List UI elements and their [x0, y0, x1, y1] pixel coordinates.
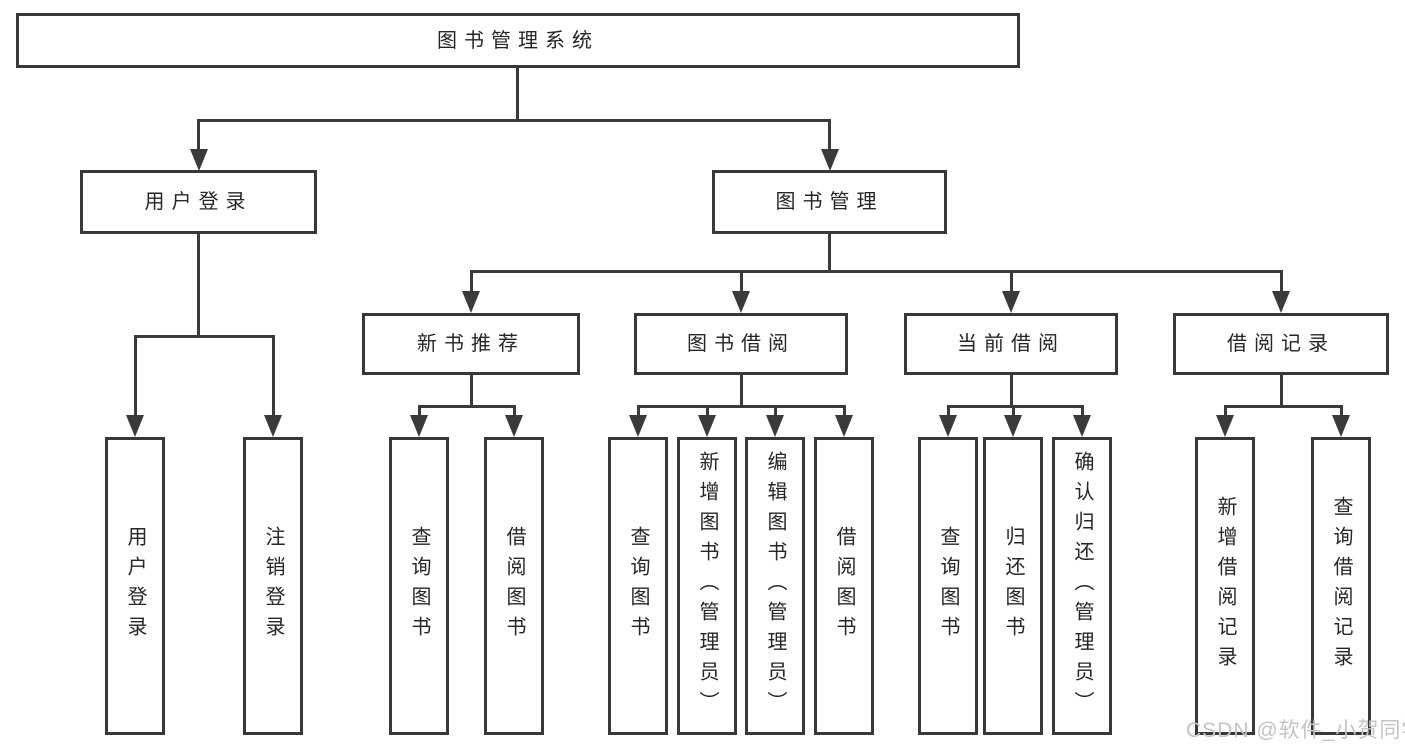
connector-drop-current [1009, 270, 1013, 293]
connector-login-splitter [133, 334, 275, 338]
connector-g3-stem [1279, 375, 1283, 408]
arrowhead-g1-0 [629, 415, 647, 437]
node-user-login: 用户登录 [80, 170, 317, 234]
node-new-book-recommend: 新书推荐 [362, 313, 580, 375]
connector-g0-drop-0 [417, 405, 421, 417]
arrowhead-g1-3 [835, 415, 853, 437]
leaf-query-books-current: 查询图书 [918, 437, 978, 735]
leaf-add-borrow-record: 新增借阅记录 [1195, 437, 1255, 735]
node-label: 新增图书（管理员） [696, 451, 718, 721]
leaf-edit-books-admin: 编辑图书（管理员） [745, 437, 805, 735]
node-label: 查询图书 [408, 526, 430, 646]
node-label: 借阅记录 [1227, 333, 1335, 355]
arrowhead-g1-1 [698, 415, 716, 437]
connector-g1-stem [739, 375, 743, 408]
connector-g2-drop-1 [1011, 405, 1015, 417]
arrowhead-current [1002, 291, 1020, 313]
connector-g3-splitter [1223, 405, 1343, 408]
connector-g1-drop-2 [773, 405, 777, 417]
connector-g0-stem [469, 375, 473, 408]
node-label: 图书管理 [775, 191, 884, 213]
node-book-borrowing: 图书借阅 [634, 313, 848, 375]
connector-g2-drop-2 [1080, 405, 1084, 417]
node-label: 用户登录 [124, 526, 146, 646]
node-label: 确认归还（管理员） [1071, 451, 1093, 721]
node-current-borrowing: 当前借阅 [904, 313, 1118, 375]
connector-g1-splitter [636, 405, 846, 408]
leaf-query-books-borrow: 查询图书 [608, 437, 668, 735]
connector-drop-login [197, 118, 200, 151]
csdn-watermark: CSDN @软件_小贺同学 [1186, 719, 1405, 742]
arrowhead-g0-1 [505, 415, 523, 437]
node-label: 查询图书 [627, 526, 649, 646]
connector-mgmt-stem [828, 234, 831, 273]
arrowhead-user-login [126, 415, 144, 437]
arrowhead-g2-0 [939, 415, 957, 437]
node-label: 查询借阅记录 [1330, 496, 1352, 676]
connector-g2-stem [1009, 375, 1013, 408]
connector-root-stem [515, 68, 519, 121]
connector-drop-recommend [469, 270, 473, 293]
connector-login-stem [197, 234, 200, 337]
node-borrowing-records: 借阅记录 [1173, 313, 1389, 375]
connector-g1-drop-0 [636, 405, 640, 417]
node-label: 注销登录 [262, 526, 284, 646]
connector-drop-records [1279, 270, 1283, 293]
arrowhead-borrowing [732, 291, 750, 313]
arrowhead-recommend [462, 291, 480, 313]
node-label: 查询图书 [937, 526, 959, 646]
node-label: 图书借阅 [687, 333, 795, 355]
node-book-management: 图书管理 [712, 170, 947, 234]
connector-g2-splitter [946, 405, 1084, 408]
node-label: 当前借阅 [957, 333, 1065, 355]
node-label: 用户登录 [144, 191, 253, 213]
connector-drop-borrowing [739, 270, 743, 293]
arrowhead-login [189, 149, 208, 171]
connector-g2-drop-0 [946, 405, 950, 417]
connector-mgmt-splitter [469, 270, 1283, 273]
connector-g0-drop-1 [512, 405, 516, 417]
leaf-return-books: 归还图书 [983, 437, 1043, 735]
leaf-add-books-admin: 新增图书（管理员） [677, 437, 737, 735]
node-label: 新增借阅记录 [1214, 496, 1236, 676]
connector-g3-drop-1 [1339, 405, 1343, 417]
leaf-user-login: 用户登录 [105, 437, 165, 735]
arrowhead-records [1272, 291, 1290, 313]
connector-g1-drop-3 [842, 405, 846, 417]
arrowhead-g3-0 [1216, 415, 1234, 437]
connector-g0-splitter [417, 405, 516, 408]
node-label: 编辑图书（管理员） [764, 451, 786, 721]
node-library-system: 图书管理系统 [16, 13, 1020, 68]
leaf-query-books-recommend: 查询图书 [389, 437, 449, 735]
node-label: 新书推荐 [417, 333, 525, 355]
node-label: 图书管理系统 [437, 29, 599, 52]
arrowhead-g1-2 [766, 415, 784, 437]
leaf-borrow-books-recommend: 借阅图书 [484, 437, 544, 735]
node-label: 借阅图书 [503, 526, 525, 646]
leaf-query-borrow-record: 查询借阅记录 [1311, 437, 1371, 735]
node-label: 借阅图书 [833, 526, 855, 646]
connector-g3-drop-0 [1223, 405, 1227, 417]
arrowhead-g3-1 [1332, 415, 1350, 437]
arrowhead-mgmt [820, 149, 839, 171]
arrowhead-g2-2 [1073, 415, 1091, 437]
connector-drop-logout [271, 334, 275, 417]
connector-g1-drop-1 [705, 405, 709, 417]
arrowhead-logout [264, 415, 282, 437]
node-label: 归还图书 [1002, 526, 1024, 646]
leaf-logout-login: 注销登录 [243, 437, 303, 735]
arrowhead-g0-0 [410, 415, 428, 437]
leaf-confirm-return-admin: 确认归还（管理员） [1052, 437, 1112, 735]
arrowhead-g2-1 [1004, 415, 1022, 437]
leaf-borrow-books: 借阅图书 [814, 437, 874, 735]
connector-drop-mgmt [828, 118, 831, 151]
connector-drop-user-login [133, 334, 137, 417]
connector-root-splitter [197, 118, 831, 122]
